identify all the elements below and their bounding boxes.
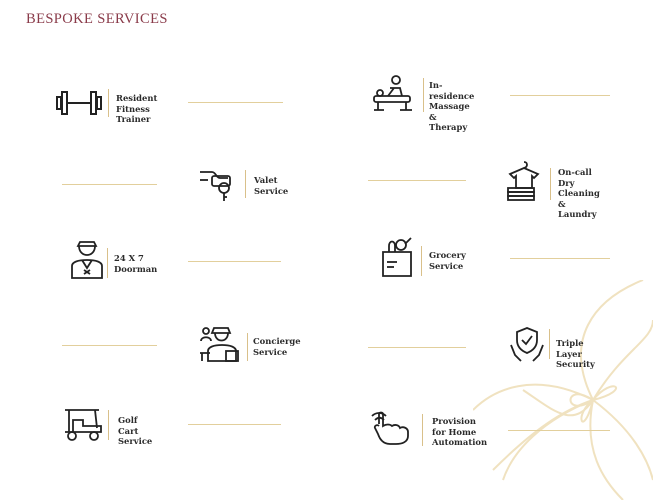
divider-line — [508, 430, 610, 431]
grocery-bag-icon — [382, 237, 412, 277]
service-label: Grocery Service — [429, 250, 466, 271]
divider-line — [510, 95, 610, 96]
laundry-icon — [507, 161, 540, 201]
service-label: Resident Fitness Trainer — [116, 93, 158, 124]
dumbbell-icon — [56, 91, 102, 115]
service-label: In-residence Massage & Therapy — [429, 80, 475, 132]
doorman-icon — [71, 241, 103, 279]
divider-line — [368, 347, 466, 348]
floral-decoration-icon — [473, 280, 653, 500]
divider-line — [188, 424, 281, 425]
valet-key-icon — [200, 171, 231, 201]
service-label: Provision for Home Automation — [432, 416, 488, 447]
divider-line — [510, 258, 610, 259]
divider-line — [188, 102, 283, 103]
page-title: BESPOKE SERVICES — [26, 11, 168, 27]
divider-line — [188, 261, 281, 262]
massage-icon — [373, 75, 412, 111]
divider-line — [62, 345, 157, 346]
concierge-icon — [200, 327, 239, 362]
service-label: Triple Layer Security — [556, 338, 595, 369]
service-label: Golf Cart Service — [118, 415, 153, 446]
service-label: 24 X 7 Doorman — [114, 253, 158, 274]
service-label: Concierge Service — [253, 336, 301, 357]
security-shield-icon — [510, 327, 544, 362]
service-label: On-call Dry Cleaning & Laundry — [558, 167, 600, 219]
service-label: Valet Service — [254, 175, 289, 196]
golf-cart-icon — [65, 409, 102, 441]
divider-line — [62, 184, 157, 185]
home-automation-icon — [371, 411, 409, 445]
divider-line — [368, 180, 466, 181]
